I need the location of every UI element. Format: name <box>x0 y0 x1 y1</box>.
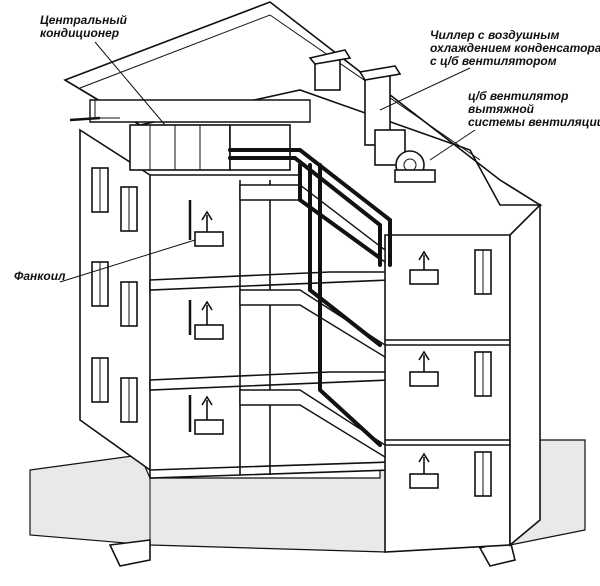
central-ac-unit[interactable] <box>69 99 311 171</box>
label-line: системы вентиляции <box>468 115 600 129</box>
leader-lines <box>59 41 476 283</box>
label-line: кондиционер <box>40 26 120 40</box>
interior-floors-left <box>149 174 391 545</box>
label-line: Чиллер с воздушным <box>430 28 560 42</box>
left-facade <box>79 128 151 472</box>
label-line: Фанкоил <box>14 269 66 283</box>
label-line: с ц/б вентилятором <box>430 54 557 68</box>
label-central-ac: Центральный кондиционер <box>40 14 127 40</box>
ducts <box>239 184 386 459</box>
pipes <box>188 148 392 447</box>
label-chiller: Чиллер с воздушным охлаждением конденсат… <box>430 29 600 68</box>
exhaust-fan[interactable] <box>394 150 436 183</box>
fancoil-units[interactable] <box>194 210 439 489</box>
label-line: Центральный <box>40 13 127 27</box>
label-line: охлаждением конденсатора, <box>430 41 600 55</box>
label-line: ц/б вентилятор <box>468 89 569 103</box>
label-fancoil: Фанкоил <box>14 270 66 283</box>
right-block <box>384 203 541 553</box>
label-line: вытяжной <box>468 102 534 116</box>
label-exhaust-fan: ц/б вентилятор вытяжной системы вентиляц… <box>468 90 600 129</box>
